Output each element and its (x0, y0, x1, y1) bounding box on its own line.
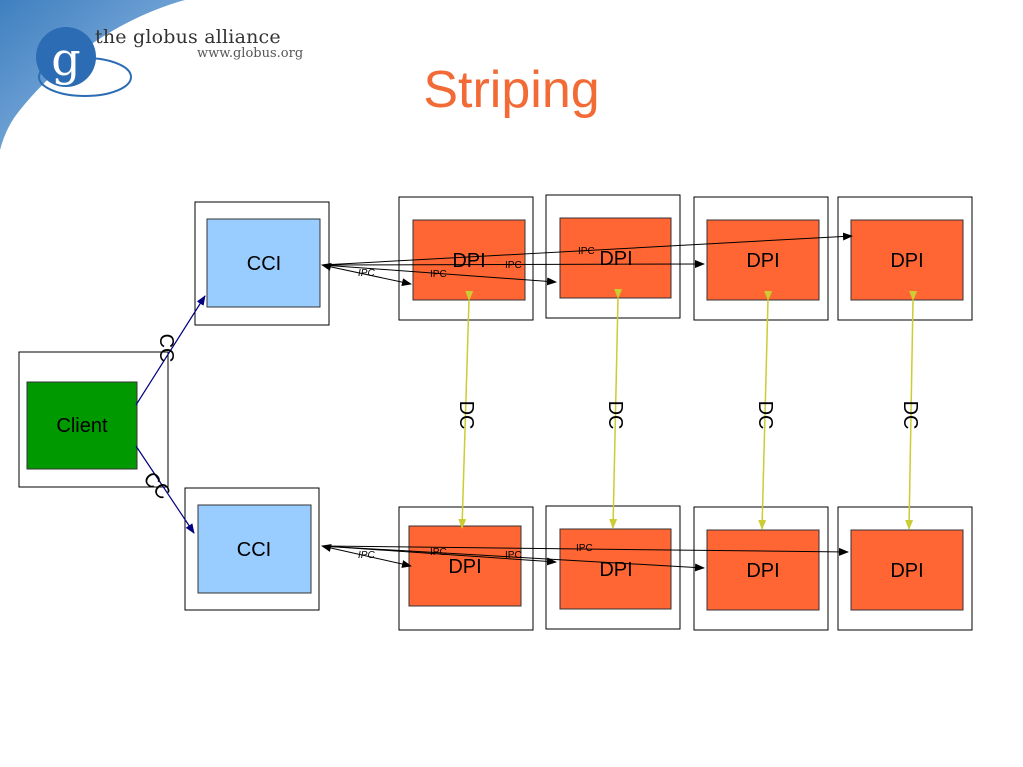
dpi-label-bottom-2: DPI (599, 559, 632, 581)
dpi-label-top-3: DPI (746, 250, 779, 272)
dc-label-4: DC (899, 401, 921, 430)
dpi-node-top-4 (850, 219, 964, 301)
ipc-arrows-bottom (321, 544, 849, 572)
cci-label-top: CCI (247, 253, 281, 275)
dc-arrow-4 (905, 290, 918, 530)
dc-arrows (458, 288, 918, 530)
dpi-node-bottom-3 (706, 529, 820, 611)
dc-arrow-3 (758, 290, 773, 530)
cc-arrow-top (135, 295, 206, 406)
ipc-arrows-top (321, 232, 853, 287)
ipc-label-bottom-4: IPC (576, 543, 593, 554)
org-name: the globus alliance (95, 26, 281, 48)
client-node (26, 381, 138, 470)
client-label: Client (56, 415, 108, 437)
org-url: www.globus.org (197, 46, 304, 61)
dpi-label-bottom-1: DPI (448, 556, 481, 578)
ipc-label-top-2: IPC (430, 269, 447, 280)
ipc-label-top-4: IPC (578, 246, 595, 257)
ipc-label-top-3: IPC (505, 260, 522, 271)
cci-label-bottom: CCI (237, 539, 271, 561)
ipc-arrow-top-3 (321, 260, 705, 269)
dpi-node-top-3 (706, 219, 820, 301)
dc-arrow-2 (609, 288, 623, 529)
dpi-node-bottom-1 (408, 525, 522, 607)
dc-label-3: DC (754, 401, 776, 430)
ipc-label-bottom-3: IPC (505, 550, 522, 561)
dc-label-1: DC (455, 401, 477, 430)
cci-node-bottom (197, 504, 312, 594)
dpi-node-top-2 (559, 217, 672, 299)
ipc-arrow-bottom-1 (321, 544, 412, 568)
dpi-label-top-2: DPI (599, 248, 632, 270)
dpi-node-bottom-4 (850, 529, 964, 611)
dpi-label-bottom-4: DPI (890, 560, 923, 582)
ipc-arrow-bottom-3 (321, 545, 705, 572)
cc-arrow-bottom (135, 445, 195, 534)
dpi-label-bottom-3: DPI (746, 560, 779, 582)
cci-node-top (206, 218, 321, 308)
dpi-node-top-1 (412, 219, 526, 301)
ipc-label-bottom-2: IPC (430, 547, 447, 558)
dpi-node-bottom-2 (559, 528, 672, 610)
dc-arrow-1 (458, 290, 474, 529)
ipc-arrow-top-2 (321, 264, 557, 286)
dpi-label-top-4: DPI (890, 250, 923, 272)
globus-logo-icon: g (36, 27, 132, 97)
ipc-arrow-top-1 (321, 262, 412, 287)
logo-letter: g (51, 32, 80, 86)
ipc-label-bottom-1: IPC (358, 550, 375, 561)
dpi-label-top-1: DPI (452, 250, 485, 272)
slide-title: Striping (423, 61, 600, 119)
ipc-arrow-bottom-4 (321, 545, 849, 556)
ipc-arrow-top-4 (321, 232, 853, 266)
cc-label-top: CC (155, 334, 177, 363)
ipc-label-top-1: IPC (358, 268, 375, 279)
dc-label-2: DC (604, 401, 626, 430)
